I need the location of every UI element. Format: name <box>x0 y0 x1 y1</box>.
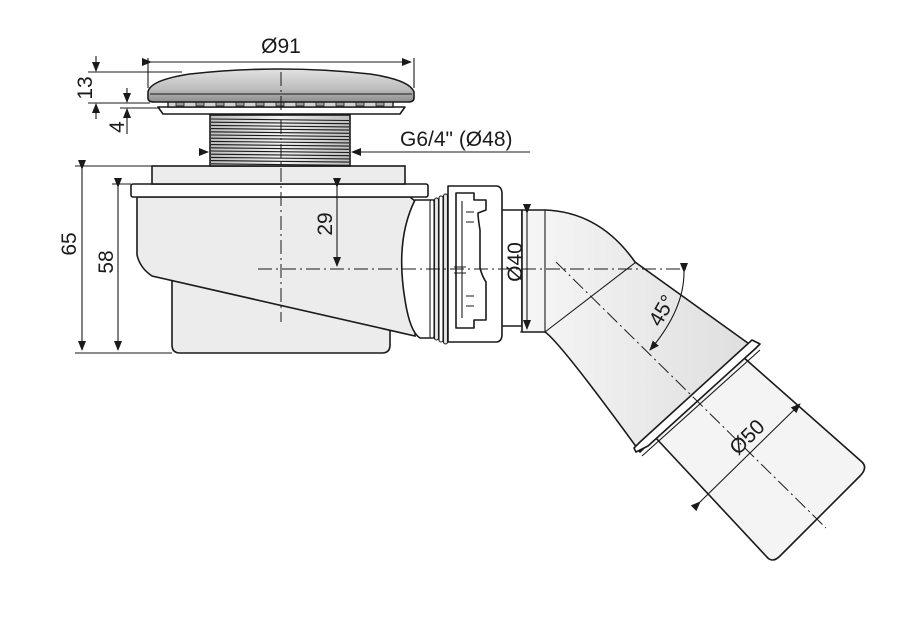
flange-height-label: 4 <box>106 121 129 133</box>
outlet-center-height-label: 29 <box>314 212 337 235</box>
drain-body <box>130 165 439 354</box>
elbow-pipe <box>521 209 866 561</box>
thread-label: G6/4" (Ø48) <box>400 128 513 151</box>
total-height-label: 65 <box>58 232 81 255</box>
dimension-lines <box>75 56 801 512</box>
outlet-diameter-label: Ø40 <box>504 242 527 282</box>
cover-diameter-label: Ø91 <box>261 35 301 58</box>
body-height-label: 58 <box>95 250 118 273</box>
cover-height-label: 13 <box>74 76 97 99</box>
threaded-neck <box>209 114 351 167</box>
